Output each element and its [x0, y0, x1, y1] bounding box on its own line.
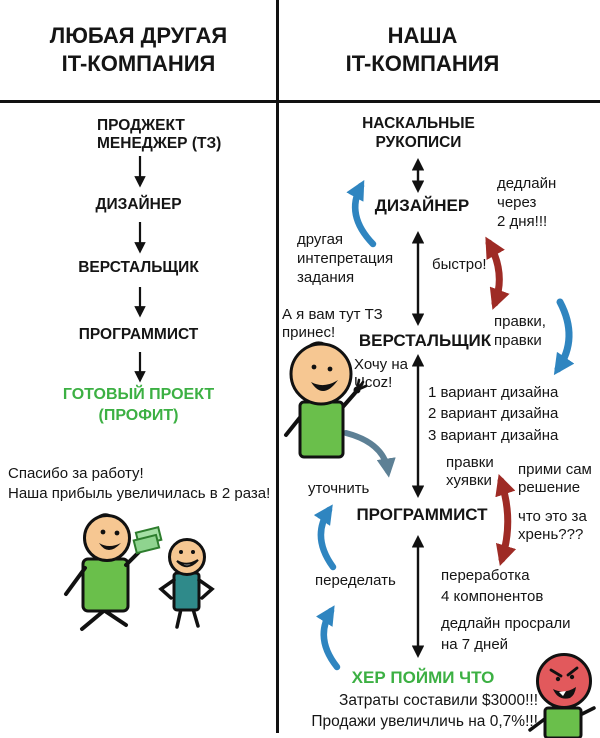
left-panel-title: ЛЮБАЯ ДРУГАЯ IT-КОМПАНИЯ [49, 23, 228, 77]
angry-tooth [559, 691, 566, 696]
label-what-is-this: что это за хрень??? [518, 508, 587, 544]
step-markup-developer: ВЕРСТАЛЬЩИК [78, 259, 199, 276]
angry-eye [569, 674, 575, 680]
label-rework: переработка 4 компонентов [441, 567, 544, 606]
angry-character [528, 653, 596, 738]
step-project-manager: ПРОДЖЕКТ МЕНЕДЖЕР (ТЗ) [97, 117, 222, 153]
label-redo: переделать [315, 572, 396, 589]
blue-arrow-edits-down [553, 298, 575, 376]
node-markup-developer: ВЕРСТАЛЬЩИК [358, 331, 492, 350]
speech-brought-tz: А я вам тут ТЗ принес! [282, 306, 383, 342]
step-designer: ДИЗАЙНЕР [95, 196, 182, 213]
node-rock-manuscripts: НАСКАЛЬНЫЕ РУКОПИСИ [362, 115, 475, 151]
boss-head [83, 514, 131, 562]
junior-character [158, 538, 215, 629]
tz-shirt [298, 400, 345, 459]
label-design-variants: 1 вариант дизайна 2 вариант дизайна 3 ва… [428, 384, 559, 444]
tz-open-mouth [311, 380, 338, 392]
boss-eye [114, 530, 120, 536]
angry-eyebrows [549, 666, 579, 678]
angry-eye [555, 676, 561, 682]
junior-arms [158, 578, 215, 600]
boss-left-arm [64, 566, 87, 596]
junior-legs [175, 607, 200, 629]
junior-shirt [172, 571, 201, 612]
label-costs-sales: Затраты составили $3000!!! Продажи увели… [311, 692, 538, 730]
thanks-text: Спасибо за работу! Наша прибыль увеличил… [8, 465, 271, 502]
horizontal-divider [0, 100, 600, 103]
label-deadline-missed: дедлайн просрали на 7 дней [441, 615, 571, 654]
step-programmer: ПРОГРАММИСТ [78, 326, 199, 343]
tz-eye [327, 366, 333, 372]
tz-head [289, 342, 353, 406]
blue-arrow-redo-up [315, 605, 341, 671]
node-result-mess: ХЕР ПОЙМИ ЧТО [351, 668, 495, 687]
junior-head [168, 538, 206, 576]
boss-smile [99, 543, 121, 550]
junior-eye [179, 550, 183, 554]
boss-hair [97, 513, 112, 518]
vertical-divider [276, 0, 279, 733]
money-icon [132, 525, 163, 555]
tz-eye [311, 364, 317, 370]
tz-waving-hand [353, 378, 368, 394]
angry-head [536, 653, 592, 709]
boss-character [64, 513, 163, 631]
boss-shirt [81, 557, 130, 613]
blue-arrow-clarify-up [313, 504, 337, 571]
junior-grin [176, 559, 199, 568]
label-edits-rude: правки хуявки [446, 454, 494, 490]
label-clarify: уточнить [308, 480, 370, 497]
node-designer: ДИЗАЙНЕР [374, 196, 470, 215]
red-arrow-deadline-loop [485, 236, 510, 310]
tz-character [284, 341, 368, 459]
label-deadline-2-days: дедлайн через 2 дня!!! [497, 175, 557, 230]
left-result-profit: ГОТОВЫЙ ПРОЕКТ (ПРОФИТ) [62, 386, 215, 424]
angry-shirt [543, 706, 583, 738]
junior-eye [191, 550, 195, 554]
boss-eye [100, 529, 106, 535]
label-edits-edits: правки, правки [494, 313, 546, 349]
node-programmer: ПРОГРАММИСТ [356, 505, 488, 524]
right-panel-title: НАША IT-КОМПАНИЯ [345, 23, 500, 77]
tz-hair [308, 341, 326, 347]
label-decide-yourself: прими сам решение [518, 461, 592, 497]
label-fast: быстро! [432, 256, 487, 273]
label-other-interpretation: другая интепретация задания [297, 231, 394, 286]
